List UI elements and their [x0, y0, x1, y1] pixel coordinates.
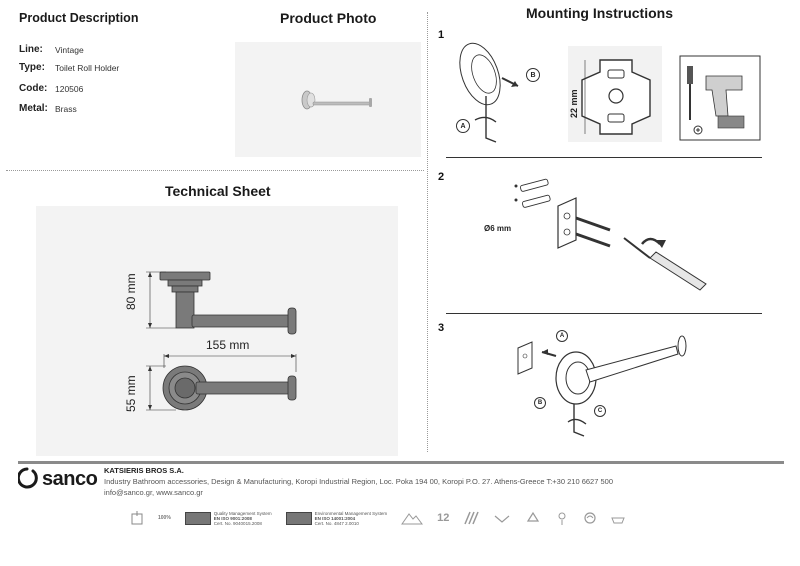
label-b-step3: B [534, 397, 546, 409]
cert-icon-mountain [401, 508, 424, 528]
dim-height-label: 80 mm [124, 273, 138, 310]
cert-line: EN ISO 14001:2004 [314, 515, 356, 521]
technical-sheet-title: Technical Sheet [165, 183, 271, 199]
company-address: Industry Bathroom accessories, Design & … [104, 477, 613, 486]
cert-100-badge: 100% [158, 508, 171, 528]
desc-row-type: Type: Toilet Roll Holder [19, 62, 119, 73]
cert-years-text: 12 [437, 512, 450, 524]
cert-line: Cert. No. 9040015.2008 [213, 520, 262, 526]
desc-key: Code: [19, 83, 48, 94]
cert-line: EN ISO 9001:2008 [213, 515, 252, 521]
company-contact: info@sanco.gr, www.sanco.gr [104, 488, 203, 497]
step-2-number: 2 [438, 171, 445, 183]
footer-rule [18, 461, 784, 464]
cert-icon-check [493, 508, 511, 528]
vertical-divider [427, 12, 428, 452]
company-name: KATSIERIS BROS S.A. [104, 466, 184, 475]
cert-iso14001: Environmental Management System EN ISO 1… [285, 508, 388, 528]
desc-row-metal: Metal: Brass [19, 103, 77, 114]
desc-value: Brass [55, 104, 77, 114]
product-description-title: Product Description [19, 11, 139, 25]
desc-key: Line: [19, 44, 43, 55]
desc-key: Type: [19, 62, 45, 73]
cert-line: Quality Management System [213, 510, 272, 516]
label-c-step3: C [594, 405, 606, 417]
dim-width-label: 155 mm [206, 338, 250, 352]
step-3-illustration [517, 335, 687, 437]
desc-value: Vintage [55, 45, 84, 55]
cert-line: Cert. No. 4847 2.0010 [314, 520, 359, 526]
desc-row-line: Line: Vintage [19, 44, 84, 55]
label-b-step1: B [526, 68, 540, 82]
sanco-logo: sanco [18, 467, 98, 491]
cert-logo-box [285, 511, 312, 525]
brand-name: sanco [42, 467, 98, 490]
cert-icon-swirl [583, 508, 597, 528]
certification-row: 100% Quality Management System EN ISO 90… [130, 508, 639, 528]
dim-depth-label: 55 mm [124, 375, 138, 412]
toilet-roll-holder-photo [301, 90, 372, 110]
cert-icon-bath [611, 508, 626, 528]
technical-drawing: 80 mm 155 mm 55 mm [36, 206, 398, 456]
label-a-step3: A [556, 330, 568, 342]
cert-icon-stripes [463, 508, 480, 528]
desc-key: Metal: [19, 103, 48, 114]
step-2-illustration [514, 178, 707, 291]
cert-years-badge: 12 [437, 508, 449, 528]
desc-value: 120506 [55, 84, 84, 94]
cert-icon-recycle [525, 508, 541, 528]
mounting-title: Mounting Instructions [526, 5, 673, 21]
step-3-number: 3 [438, 322, 445, 334]
desc-value: Toilet Roll Holder [55, 63, 120, 73]
cert-icon-1 [130, 508, 144, 528]
cert-iso9001: Quality Management System EN ISO 9001:20… [184, 508, 272, 528]
step-divider-1 [446, 157, 762, 158]
cert-icon-sun [555, 508, 569, 528]
cert-logo-box [184, 511, 211, 525]
desc-row-code: Code: 120506 [19, 83, 83, 94]
sanco-logo-icon [18, 467, 38, 489]
step-1-number: 1 [438, 29, 445, 41]
left-horizontal-divider [6, 170, 424, 171]
technical-drawing-svg [146, 271, 297, 411]
step-divider-2 [446, 313, 762, 314]
cert-100-text: 100% [158, 515, 171, 521]
dim-22mm-label: 22 mm [569, 89, 579, 118]
cert-line: Environmental Management System [314, 510, 388, 516]
product-photo-title: Product Photo [280, 10, 377, 26]
dim-6mm-label: Ø6 mm [484, 224, 512, 233]
label-a-step1: A [456, 119, 470, 133]
product-photo [235, 42, 421, 157]
step-1-illustration [459, 42, 761, 143]
